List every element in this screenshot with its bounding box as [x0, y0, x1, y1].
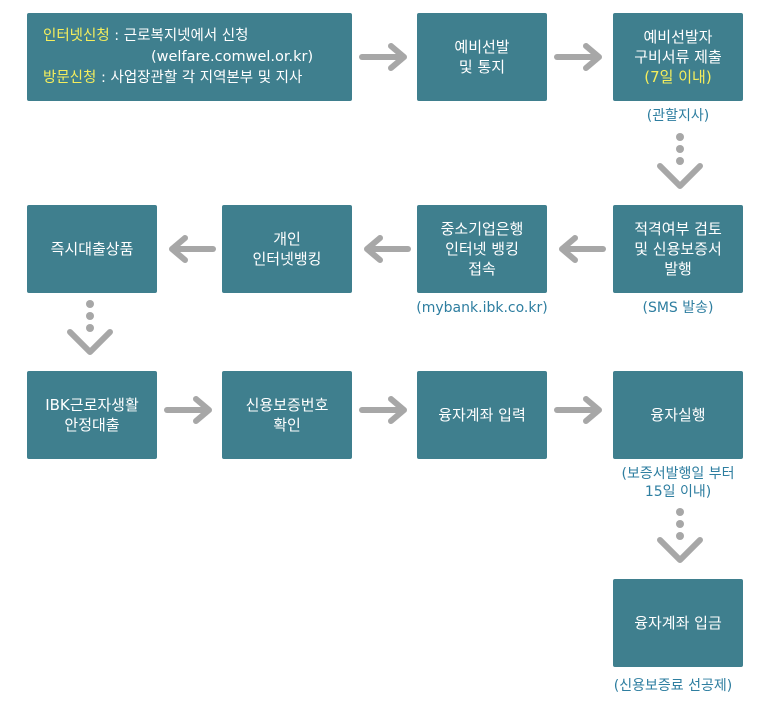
internet-apply-url: (welfare.comwel.or.kr): [151, 48, 314, 65]
step-loan-execute: 융자실행: [613, 371, 743, 459]
visit-apply-line: 방문신청 : 사업장관할 각 지역본부 및 지사: [43, 69, 303, 86]
arrow-right-icon: [359, 43, 407, 71]
step-instant-product: 즉시대출상품: [27, 205, 157, 293]
step-notice: 예비선발 및 통지: [417, 13, 547, 101]
docs-caption: (관할지사): [646, 108, 710, 124]
step-account-input: 융자계좌 입력: [417, 371, 547, 459]
step-ibk-loan: IBK근로자생활 안정대출: [27, 371, 157, 459]
bank-caption: (mybank.ibk.co.kr): [416, 300, 548, 316]
arrow-left-icon: [559, 235, 606, 263]
dotted-arrow-down-icon: [657, 537, 703, 563]
arrow-right-icon: [359, 396, 407, 424]
step-bank-access: 중소기업은행 인터넷 뱅킹 접속: [417, 205, 547, 293]
arrow-right-icon: [554, 43, 602, 71]
step-guarantee-check: 신용보증번호 확인: [222, 371, 352, 459]
step-review: 적격여부 검토 및 신용보증서 발행: [613, 205, 743, 293]
step-loan-deposit: 융자계좌 입금: [613, 579, 743, 667]
step-personal-banking: 개인 인터넷뱅킹: [222, 205, 352, 293]
step-docs: 예비선발자 구비서류 제출 (7일 이내): [613, 13, 743, 101]
internet-apply-line: 인터넷신청 : 근로복지넷에서 신청: [43, 27, 249, 44]
arrow-left-icon: [169, 235, 216, 263]
dotted-arrow-down-icon: [657, 163, 703, 189]
arrow-left-icon: [364, 235, 411, 263]
deposit-caption: (신용보증료 선공제): [613, 678, 733, 694]
review-caption: (SMS 발송): [642, 300, 714, 316]
dotted-arrow-down-icon: [67, 329, 113, 355]
arrow-right-icon: [164, 396, 212, 424]
execute-caption: (보증서발행일 부터 15일 이내): [621, 466, 735, 500]
step-apply: 인터넷신청 : 근로복지넷에서 신청 (welfare.comwel.or.kr…: [27, 13, 352, 101]
arrow-right-icon: [554, 396, 602, 424]
